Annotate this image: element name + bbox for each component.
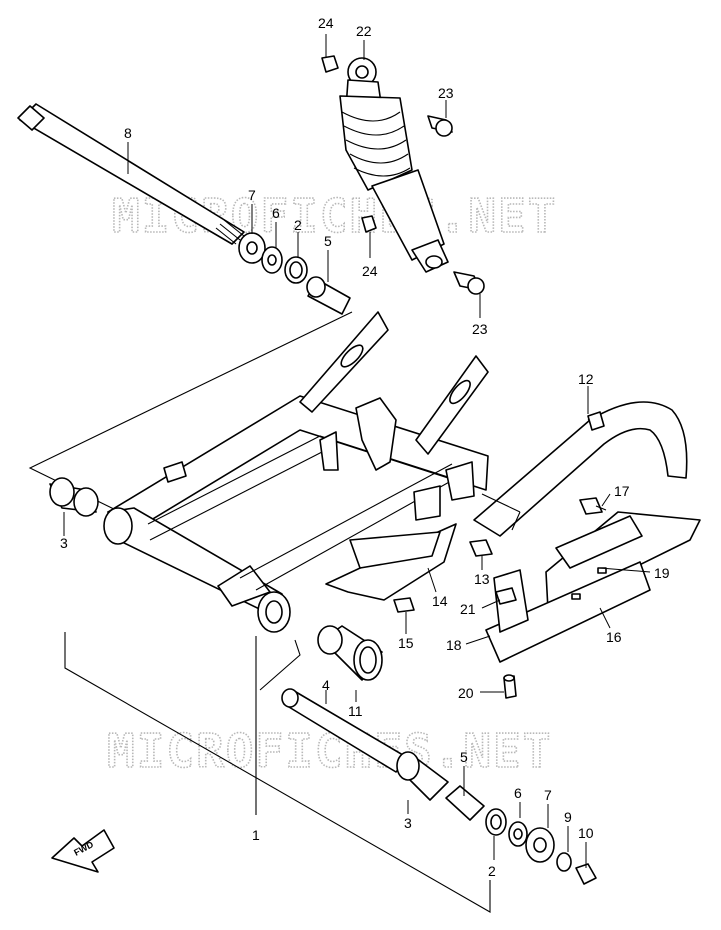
callout-17: 17: [614, 483, 630, 499]
bolts-13-17: [469, 497, 607, 557]
callout-4: 4: [322, 677, 330, 693]
swingarm-1: [103, 311, 489, 633]
rear-shock-22: [339, 57, 449, 273]
callout-20: 20: [458, 685, 474, 701]
callout-14: 14: [432, 593, 448, 609]
callout-24-mid: 24: [362, 263, 378, 279]
callout-11: 11: [348, 703, 363, 719]
leader-lines: [63, 34, 651, 868]
bushing-3-left: [49, 477, 99, 517]
fwd-arrow-icon: FWD: [51, 829, 115, 873]
shock-fasteners: [321, 55, 485, 295]
callout-2-top: 2: [294, 217, 302, 233]
callout-7-top: 7: [248, 187, 256, 203]
callout-5-bottom: 5: [460, 749, 468, 765]
callout-1: 1: [252, 827, 260, 843]
callout-numbers: 24 22 23 8 7 6 2 5 24 23 12 17 19 13 14 …: [60, 15, 670, 879]
bolt-20: [503, 674, 517, 699]
callout-23-mid: 23: [472, 321, 488, 337]
callout-16: 16: [606, 629, 622, 645]
callout-8: 8: [124, 125, 132, 141]
callout-3-bottom: 3: [404, 815, 412, 831]
upper-pivot-hardware: [238, 232, 351, 315]
bushing-11: [317, 625, 383, 681]
callout-6-bottom: 6: [514, 785, 522, 801]
axle-8: [17, 103, 245, 245]
callout-2-bottom: 2: [488, 863, 496, 879]
chain-guard-12: [473, 401, 688, 537]
callout-24-top: 24: [318, 15, 334, 31]
lower-pivot-hardware: [281, 688, 597, 885]
callout-6-top: 6: [272, 205, 280, 221]
callout-21: 21: [460, 601, 476, 617]
callout-18: 18: [446, 637, 462, 653]
callout-15: 15: [398, 635, 414, 651]
callout-10: 10: [578, 825, 594, 841]
callout-23-top: 23: [438, 85, 454, 101]
callout-22: 22: [356, 23, 372, 39]
callout-5-top: 5: [324, 233, 332, 249]
callout-12: 12: [578, 371, 594, 387]
callout-7-bottom: 7: [544, 787, 552, 803]
callout-9: 9: [564, 809, 572, 825]
callout-3-left: 3: [60, 535, 68, 551]
bracket-14: [325, 523, 457, 613]
watermark-lower: MICROFICHES.NET: [107, 724, 552, 778]
callout-13: 13: [474, 571, 490, 587]
chain-slider-16: [485, 511, 701, 663]
callout-19: 19: [654, 565, 670, 581]
